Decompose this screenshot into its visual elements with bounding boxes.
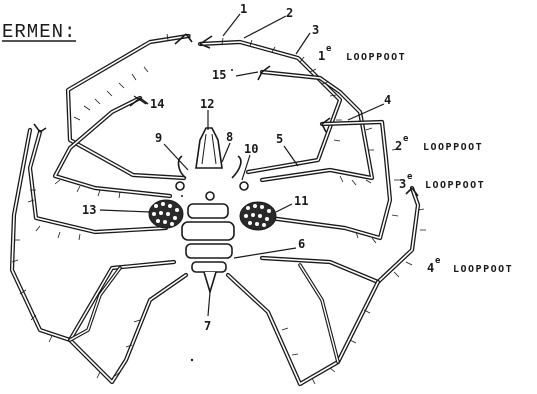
svg-text:e: e (435, 256, 441, 266)
left-leg-3 (30, 132, 166, 232)
leader-15 (236, 72, 258, 76)
callout-13: 13 (82, 203, 96, 217)
right-leg-2 (262, 72, 372, 180)
leader-1 (223, 14, 240, 36)
callout-15: 15 (212, 68, 226, 82)
svg-text:4: 4 (427, 261, 434, 275)
callout-12: 12 (200, 97, 214, 111)
trunk-segment-2 (182, 222, 234, 240)
svg-text:LOOPPOOT: LOOPPOOT (423, 142, 483, 153)
label-leg-4: 4 e LOOPPOOT (427, 256, 513, 275)
eye-tubercle (206, 192, 214, 200)
leader-11 (276, 204, 292, 212)
leader-8 (222, 143, 230, 162)
right-leg-mid (300, 265, 338, 362)
callout-1: 1 (240, 2, 247, 16)
palp-left (176, 182, 184, 190)
callout-8: 8 (226, 130, 233, 144)
callout-3: 3 (312, 23, 319, 37)
svg-text:e: e (407, 172, 413, 182)
svg-text:LOOPPOOT: LOOPPOOT (453, 264, 513, 275)
trunk-segment-3 (186, 244, 232, 258)
svg-text:LOOPPOOT: LOOPPOOT (425, 180, 485, 191)
callout-11: 11 (294, 194, 308, 208)
callout-4: 4 (384, 93, 391, 107)
svg-text:2: 2 (395, 139, 402, 153)
callout-2: 2 (286, 6, 293, 20)
right-leg-4 (262, 188, 418, 282)
chelifore-right (232, 156, 241, 178)
leader-3 (296, 33, 310, 54)
claw-left-3 (34, 124, 46, 132)
svg-text:3: 3 (399, 177, 406, 191)
label-leg-1: 1 e LOOPPOOT (318, 44, 406, 63)
left-leg-2 (55, 98, 170, 196)
leader-lines (100, 14, 384, 316)
label-leg-2: 2 e LOOPPOOT (395, 134, 483, 153)
left-leg-4 (12, 130, 174, 340)
svg-text:e: e (326, 44, 332, 54)
leader-9 (164, 144, 188, 170)
leader-7 (208, 292, 210, 316)
callout-10: 10 (244, 142, 258, 156)
leader-10 (242, 155, 250, 180)
trunk-segment-1 (188, 204, 228, 218)
proboscis (196, 128, 222, 168)
leader-13 (100, 210, 150, 212)
leader-2 (244, 16, 286, 38)
leg-labels: 1 e LOOPPOOT 2 e LOOPPOOT 3 e LOOPPOOT 4… (318, 44, 513, 275)
right-leg-lower (228, 275, 378, 384)
callout-6: 6 (298, 237, 305, 251)
callout-14: 14 (150, 97, 164, 111)
svg-text:LOOPPOOT: LOOPPOOT (346, 52, 406, 63)
svg-text:1: 1 (318, 49, 325, 63)
body (176, 128, 248, 292)
abdomen (204, 272, 216, 292)
palp-right (240, 182, 248, 190)
trunk-segment-4 (192, 262, 226, 272)
callout-5: 5 (276, 132, 283, 146)
title-text: ERMEN: (2, 21, 76, 43)
svg-text:e: e (403, 134, 409, 144)
callout-7: 7 (204, 319, 211, 333)
callout-9: 9 (155, 131, 162, 145)
